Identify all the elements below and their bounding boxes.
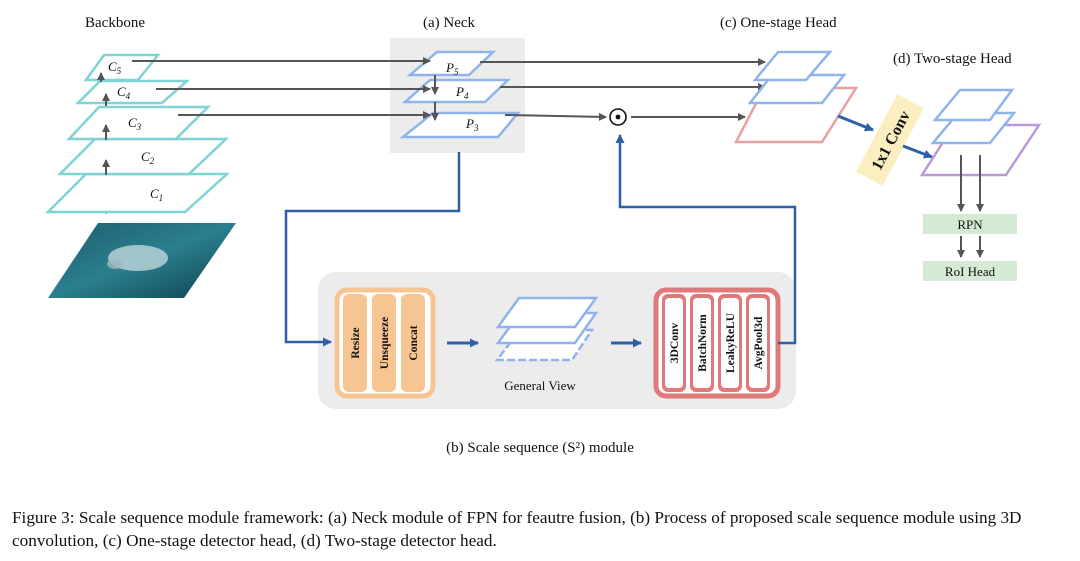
- p3-to-fuse-arrow: [504, 112, 607, 121]
- preprocess-blocks: Resize Unsqueeze Concat: [343, 294, 425, 392]
- c2-label: C2: [141, 149, 155, 166]
- backbone-heading: Backbone: [85, 15, 145, 31]
- resize-label: Resize: [350, 327, 362, 358]
- roi-head-label: RoI Head: [945, 264, 996, 279]
- p4-label: P4: [455, 84, 469, 101]
- p5-label: P5: [445, 60, 459, 77]
- conv3d-label: 3DConv: [669, 323, 681, 364]
- c5-plane: [83, 53, 161, 82]
- c1-label: C1: [150, 186, 163, 203]
- avgpool3d-label: AvgPool3d: [753, 316, 765, 369]
- roi-head-box: [923, 261, 1017, 281]
- conv3d-blocks: 3DConv BatchNorm LeakyReLU AvgPool3d: [662, 294, 770, 392]
- module-to-fuse-connector: [615, 134, 797, 345]
- general-view-label: General View: [504, 378, 576, 393]
- c4-label: C4: [117, 84, 131, 101]
- batchnorm-label: BatchNorm: [697, 314, 709, 372]
- general-view-planes: [494, 296, 599, 362]
- c5-label: C5: [108, 59, 122, 76]
- one-stage-head-planes: [733, 50, 859, 144]
- rpn-box: [923, 214, 1017, 234]
- concat-label: Concat: [408, 325, 420, 360]
- neck-to-module-connector: [284, 152, 461, 347]
- leakyrelu-label: LeakyReLU: [725, 312, 737, 373]
- conv-1x1-box: 1x1 Conv: [856, 94, 924, 186]
- one-stage-heading: (c) One-stage Head: [720, 15, 837, 31]
- conv-to-two-stage-arrow: [902, 144, 933, 159]
- head-to-conv-arrow: [837, 114, 874, 132]
- two-stage-head-planes: [919, 88, 1042, 177]
- module-caption: (b) Scale sequence (S²) module: [446, 440, 634, 456]
- figure-caption: Figure 3: Scale sequence module framewor…: [12, 508, 1022, 550]
- unsqueeze-label: Unsqueeze: [379, 317, 391, 369]
- c4-plane: [74, 79, 191, 105]
- fuse-dot: [615, 114, 621, 120]
- p3-label: P3: [465, 116, 479, 133]
- rpn-label: RPN: [957, 217, 983, 232]
- c1-plane: [44, 172, 231, 214]
- c3-label: C3: [128, 115, 142, 132]
- neck-heading: (a) Neck: [423, 15, 476, 31]
- input-image: [48, 223, 236, 298]
- backbone-pyramid: [44, 53, 231, 214]
- c2-plane: [56, 137, 230, 176]
- diagram-svg: Backbone (a) Neck (c) One-stage Head (d)…: [44, 15, 1042, 409]
- two-stage-heading: (d) Two-stage Head: [893, 51, 1012, 67]
